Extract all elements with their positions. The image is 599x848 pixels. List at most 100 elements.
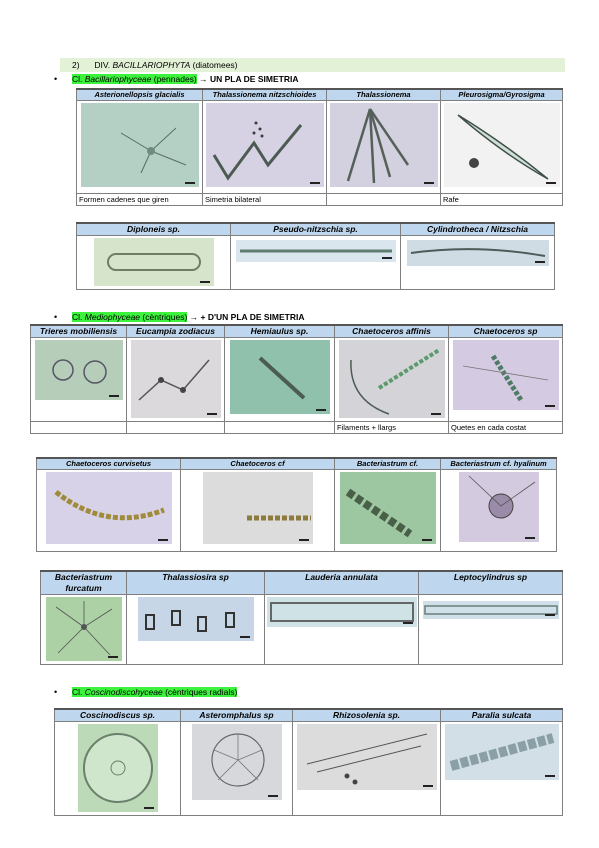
class-heading-coscinodiscohyceae: Cl. Coscinodiscohyceae (cèntriques radia… (72, 685, 238, 699)
header-cell: Thalassionema (326, 88, 441, 101)
micrograph-bacteriastrum-cf (339, 472, 436, 544)
header-cell: Leptocylindrus sp (418, 570, 563, 595)
class-heading-bacillariophyceae: Cl. Bacillariophyceae (pennades) → UN PL… (72, 72, 298, 86)
micrograph-thalassiosira (137, 597, 254, 641)
header-cell: Paralia sulcata (440, 708, 563, 722)
class-tag: (cèntriques) (142, 312, 188, 322)
image-cell (400, 235, 555, 290)
micrograph-asteromphalus (191, 724, 282, 800)
caption-cell: Formen cadenes que giren (76, 193, 203, 206)
class-tag: (cèntriques radials) (165, 687, 238, 697)
table-pennate-extra: Diploneis sp. Pseudo-nitzschia sp. Cylin… (76, 222, 555, 290)
header-cell: Bacteriastrum cf. hyalinum (440, 457, 557, 470)
class-name: Bacillariophyceae (84, 74, 152, 84)
micrograph-leptocylindrus (422, 601, 559, 619)
section-number: 2) (72, 60, 80, 70)
image-cell (126, 337, 225, 422)
table-chaetoceros-bacteriastrum: Chaetoceros curvisetus Chaetoceros cf Ba… (36, 457, 557, 552)
header-cell: Chaetoceros cf (180, 457, 335, 470)
micrograph-bacteriastrum-furcatum (45, 597, 122, 661)
header-cell: Asteromphalus sp (180, 708, 293, 722)
class-name: Coscinodiscohyceae (84, 687, 163, 697)
section-heading: 2) DIV. BACILLARIOPHYTA (diatomees) (72, 58, 238, 72)
image-cell (40, 594, 127, 665)
class-name: Mediophyceae (84, 312, 141, 322)
micrograph-lauderia (266, 597, 417, 627)
micrograph-hemiaulus (229, 340, 330, 414)
image-cell (292, 721, 441, 816)
image-cell (126, 594, 265, 665)
bullet-1: • (54, 74, 58, 84)
header-cell: Pseudo-nitzschia sp. (230, 222, 401, 236)
micrograph-coscinodiscus (77, 724, 158, 812)
image-cell (440, 469, 557, 552)
header-cell: Eucampia zodiacus (126, 324, 225, 338)
header-cell: Chaetoceros affinis (334, 324, 449, 338)
micrograph-thalassionema-nitzschioides (205, 103, 324, 187)
header-cell: Hemiaulus sp. (224, 324, 335, 338)
micrograph-asterionellopsis (80, 103, 199, 187)
micrograph-trieres (34, 340, 123, 400)
header-cell: Lauderia annulata (264, 570, 419, 595)
table-bacillariophyceae: Asterionellopsis glacialis Thalassionema… (76, 88, 563, 206)
caption-cell: Filaments + llargs (334, 421, 449, 434)
micrograph-cylindrotheca (406, 240, 549, 266)
section-heading-band (60, 58, 565, 72)
micrograph-pseudo-nitzschia (235, 240, 396, 262)
bullet-3: • (54, 687, 58, 697)
micrograph-eucampia (130, 340, 221, 418)
micrograph-chaetoceros-curvisetus (45, 472, 172, 544)
class-label: Cl. (72, 312, 85, 322)
header-cell: Thalassiosira sp (126, 570, 265, 595)
header-cell: Rhizosolenia sp. (292, 708, 441, 722)
section-suffix: (diatomees) (192, 60, 238, 70)
class-label: Cl. (72, 74, 85, 84)
image-cell (264, 594, 419, 665)
image-cell (76, 100, 203, 194)
class-rest: → + D'UN PLA DE SIMETRIA (187, 312, 305, 322)
header-cell: Cylindrotheca / Nitzschia (400, 222, 555, 236)
micrograph-thalassionema (329, 103, 438, 187)
micrograph-paralia (444, 724, 559, 780)
image-cell (334, 469, 441, 552)
header-cell: Diploneis sp. (76, 222, 231, 236)
image-cell (418, 594, 563, 665)
caption-cell (224, 421, 335, 434)
class-rest: → UN PLA DE SIMETRIA (196, 74, 299, 84)
header-cell: Coscinodiscus sp. (54, 708, 181, 722)
image-cell (326, 100, 441, 194)
caption-cell: Simetria bilateral (202, 193, 327, 206)
header-cell: Pleurosigma/Gyrosigma (440, 88, 563, 101)
caption-cell: Quetes en cada costat (448, 421, 563, 434)
caption-cell (326, 193, 441, 206)
micrograph-bacteriastrum-hyalinum (458, 472, 539, 542)
micrograph-diploneis (93, 238, 214, 286)
class-tag: (pennades) (153, 74, 197, 84)
caption-cell (126, 421, 225, 434)
image-cell (224, 337, 335, 422)
table-mediophyceae: Trieres mobiliensis Eucampia zodiacus He… (30, 324, 563, 434)
image-cell (76, 235, 231, 290)
micrograph-chaetoceros-sp (452, 340, 559, 410)
micrograph-chaetoceros-affinis (338, 340, 445, 418)
micrograph-chaetoceros-cf (202, 472, 313, 544)
header-cell: Trieres mobiliensis (30, 324, 127, 338)
section-prefix: DIV. (94, 60, 111, 70)
header-cell: Bacteriastrum furcatum (40, 570, 127, 595)
table-centric-chains: Bacteriastrum furcatum Thalassiosira sp … (40, 570, 563, 665)
image-cell (180, 721, 293, 816)
header-cell: Asterionellopsis glacialis (76, 88, 203, 101)
header-cell: Thalassionema nitzschioides (202, 88, 327, 101)
class-heading-mediophyceae: Cl. Mediophyceae (cèntriques) → + D'UN P… (72, 310, 305, 324)
header-cell: Chaetoceros sp (448, 324, 563, 338)
header-cell: Bacteriastrum cf. (334, 457, 441, 470)
image-cell (202, 100, 327, 194)
image-cell (30, 337, 127, 422)
section-division: BACILLARIOPHYTA (112, 60, 191, 70)
image-cell (180, 469, 335, 552)
caption-cell (30, 421, 127, 434)
image-cell (440, 721, 563, 816)
image-cell (54, 721, 181, 816)
bullet-2: • (54, 312, 58, 322)
image-cell (334, 337, 449, 422)
